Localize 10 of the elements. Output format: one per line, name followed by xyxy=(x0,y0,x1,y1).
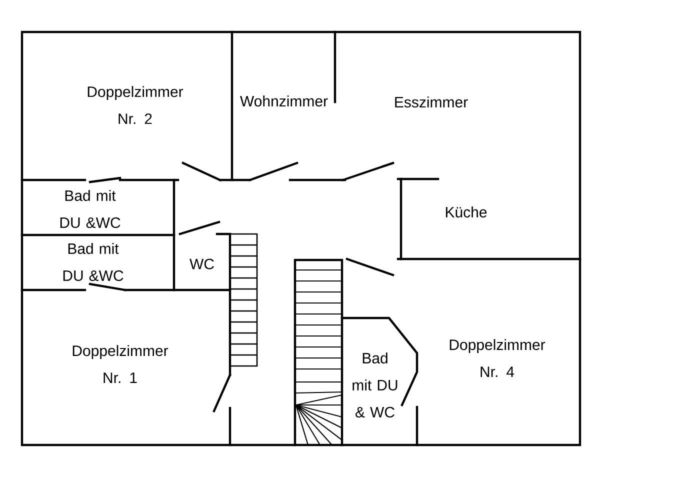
room-label: Bad mit DU &WC xyxy=(63,243,124,281)
room-label: Doppelzimmer Nr. 1 xyxy=(72,345,168,383)
room-label: Doppelzimmer Nr. 2 xyxy=(88,86,184,124)
room-label: Wohnzimmer xyxy=(240,96,328,106)
room-label: Bad mit DU & WC xyxy=(352,352,398,418)
room-label: WC xyxy=(190,258,214,270)
room-label: Bad mit DU &WC xyxy=(60,190,120,228)
room-label: Esszimmer xyxy=(395,96,468,108)
room-label: Doppelzimmer Nr. 4 xyxy=(450,339,546,377)
room-label: Küche xyxy=(446,206,487,218)
